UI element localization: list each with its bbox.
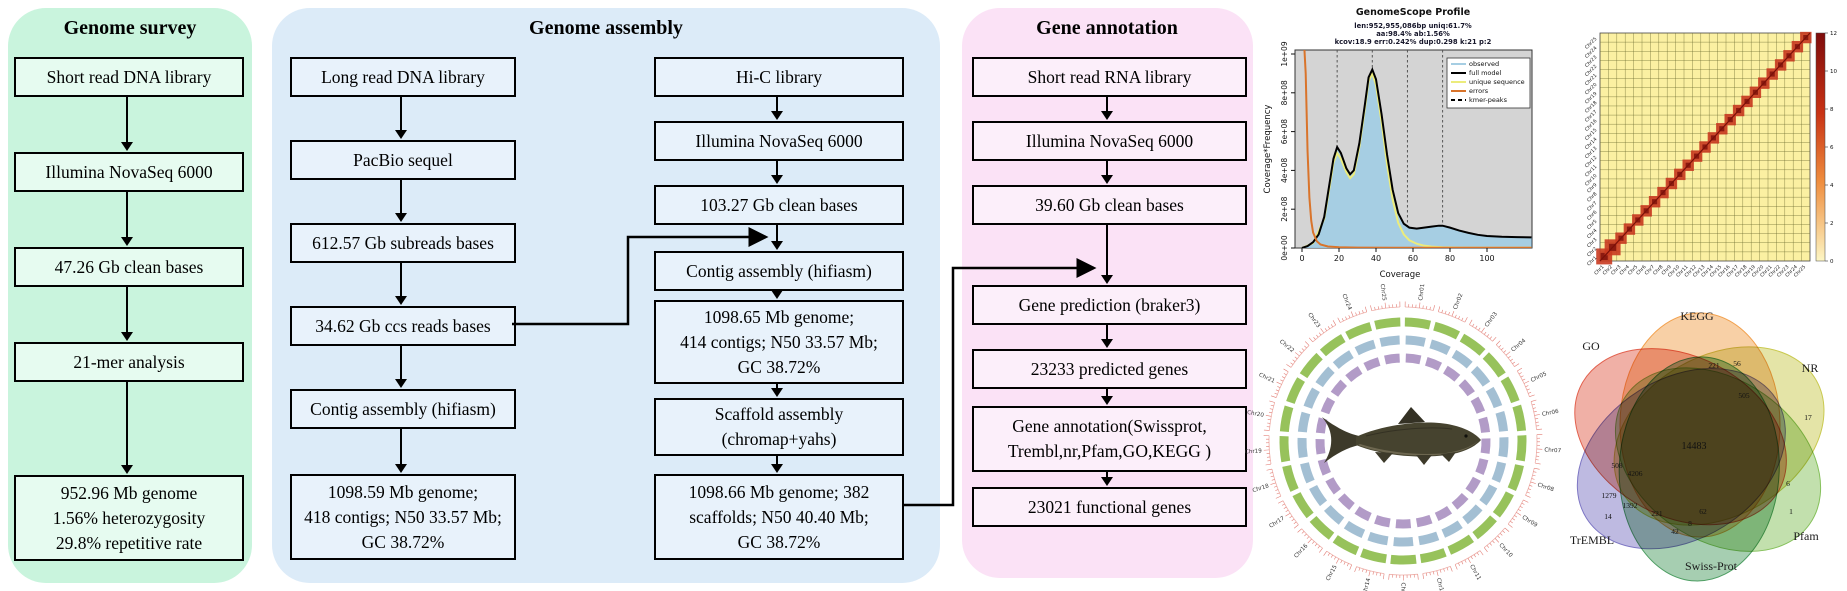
flow-box: 47.26 Gb clean bases	[14, 247, 244, 287]
flow-box: 34.62 Gb ccs reads bases	[290, 306, 516, 346]
flow-box-line: Gene annotation(Swissprot,	[1012, 416, 1207, 436]
flow-box-line: GC 38.72%	[737, 531, 821, 552]
flow-box: Scaffold assembly (chromap+yahs)	[654, 398, 904, 456]
flow-box: Illumina NovaSeq 6000	[654, 121, 904, 161]
flow-box: PacBio sequel	[290, 140, 516, 180]
flow-arrow-down	[771, 95, 782, 120]
flow-arrow-down	[121, 380, 132, 474]
flow-box-line: GC 38.72%	[361, 531, 445, 552]
flow-box: Gene prediction (braker3)	[972, 285, 1247, 325]
title-genome-survey: Genome survey	[63, 17, 197, 39]
flow-box-line: Short read DNA library	[46, 66, 212, 87]
title-genome-assembly: Genome assembly	[529, 17, 683, 39]
flow-box: 21-mer analysis	[14, 342, 244, 382]
flow-box-line: Hi-C library	[735, 66, 823, 87]
flow-box: Contig assembly (hifiasm)	[654, 251, 904, 291]
flow-box-line: 23021 functional genes	[1027, 496, 1192, 517]
flow-arrow-down	[771, 454, 782, 473]
flow-box: 1098.65 Mb genome; 414 contigs; N50 33.57…	[654, 300, 904, 384]
flow-box: 612.57 Gb subreads bases	[290, 223, 516, 263]
flow-arrow-down	[395, 427, 406, 473]
flow-box-line: Trembl,nr,Pfam,GO,KEGG )	[1007, 441, 1212, 461]
flow-box-line: Illumina NovaSeq 6000	[45, 161, 213, 182]
flow-box-line: Gene prediction (braker3)	[1018, 294, 1201, 315]
flow-box-line: 29.8% repetitive rate	[55, 532, 203, 553]
flow-box: 23233 predicted genes	[972, 349, 1247, 389]
flow-box-line: Short read RNA library	[1027, 66, 1192, 87]
flow-arrow-down	[1101, 323, 1112, 348]
flow-arrow-down	[771, 289, 782, 299]
flow-arrow-down	[121, 95, 132, 151]
flow-arrow-down	[1101, 387, 1112, 405]
flow-box-line: Scaffold assembly	[714, 404, 844, 424]
flow-box-line: 1098.59 Mb genome;	[327, 481, 479, 502]
flow-arrow-down	[771, 223, 782, 250]
flow-box: Short read RNA library	[972, 57, 1247, 97]
flow-box-line: 952.96 Mb genome	[60, 482, 198, 503]
flow-box-line: 1.56% heterozygosity	[52, 507, 206, 528]
flow-box-line: 23233 predicted genes	[1030, 358, 1189, 379]
flow-arrow-down	[121, 285, 132, 341]
flow-box-line: 414 contigs; N50 33.57 Mb;	[680, 331, 878, 352]
flow-arrow-down	[771, 382, 782, 397]
flow-arrow-down	[121, 190, 132, 246]
flow-arrow-down	[395, 261, 406, 305]
flow-box-line: 1098.66 Mb genome; 382	[688, 481, 870, 502]
flow-box-line: (chromap+yahs)	[721, 429, 837, 449]
flow-box: 39.60 Gb clean bases	[972, 185, 1247, 225]
flow-box: 1098.66 Mb genome; 382 scaffolds; N50 40.…	[654, 474, 904, 560]
flow-box-line: scaffolds; N50 40.40 Mb;	[689, 506, 869, 527]
flow-box: Contig assembly (hifiasm)	[290, 389, 516, 429]
title-gene-annotation: Gene annotation	[1036, 17, 1178, 39]
flow-arrow-down	[395, 178, 406, 222]
flow-arrow-down	[771, 159, 782, 184]
flow-box: Gene annotation(Swissprot, Trembl,nr,Pfam…	[972, 406, 1247, 472]
flow-box-line: Contig assembly (hifiasm)	[686, 260, 872, 281]
flow-box: Hi-C library	[654, 57, 904, 97]
flow-arrow-down	[395, 95, 406, 139]
flow-box-line: 1098.65 Mb genome;	[703, 306, 855, 327]
flow-box-line: PacBio sequel	[353, 149, 453, 170]
flow-box-line: 103.27 Gb clean bases	[700, 194, 858, 215]
flow-box: 23021 functional genes	[972, 487, 1247, 527]
flow-arrow-down	[1101, 223, 1112, 284]
flow-box-line: 39.60 Gb clean bases	[1035, 194, 1184, 215]
flow-arrow-down	[395, 344, 406, 388]
flow-box-line: Illumina NovaSeq 6000	[1025, 130, 1194, 151]
flow-box-line: Illumina NovaSeq 6000	[695, 130, 863, 151]
flow-box: 103.27 Gb clean bases	[654, 185, 904, 225]
flow-box: Short read DNA library	[14, 57, 244, 97]
flow-box-line: 21-mer analysis	[73, 351, 185, 372]
flow-box-line: 47.26 Gb clean bases	[54, 256, 204, 277]
flow-box-line: 418 contigs; N50 33.57 Mb;	[304, 506, 502, 527]
flow-box: 952.96 Mb genome 1.56% heterozygosity 29.8…	[14, 475, 244, 561]
flow-arrow-down	[1101, 159, 1112, 184]
flow-box-line: GC 38.72%	[737, 356, 821, 377]
flow-box: Long read DNA library	[290, 57, 516, 97]
flow-box-line: 34.62 Gb ccs reads bases	[315, 315, 491, 336]
flow-arrow-down	[1101, 470, 1112, 486]
flow-box: 1098.59 Mb genome; 418 contigs; N50 33.57…	[290, 474, 516, 560]
flow-box: Illumina NovaSeq 6000	[972, 121, 1247, 161]
flow-box: Illumina NovaSeq 6000	[14, 152, 244, 192]
flow-box-line: Long read DNA library	[321, 66, 485, 87]
flow-arrow-down	[1101, 95, 1112, 120]
flow-box-line: Contig assembly (hifiasm)	[310, 398, 496, 419]
flow-box-line: 612.57 Gb subreads bases	[312, 232, 494, 253]
